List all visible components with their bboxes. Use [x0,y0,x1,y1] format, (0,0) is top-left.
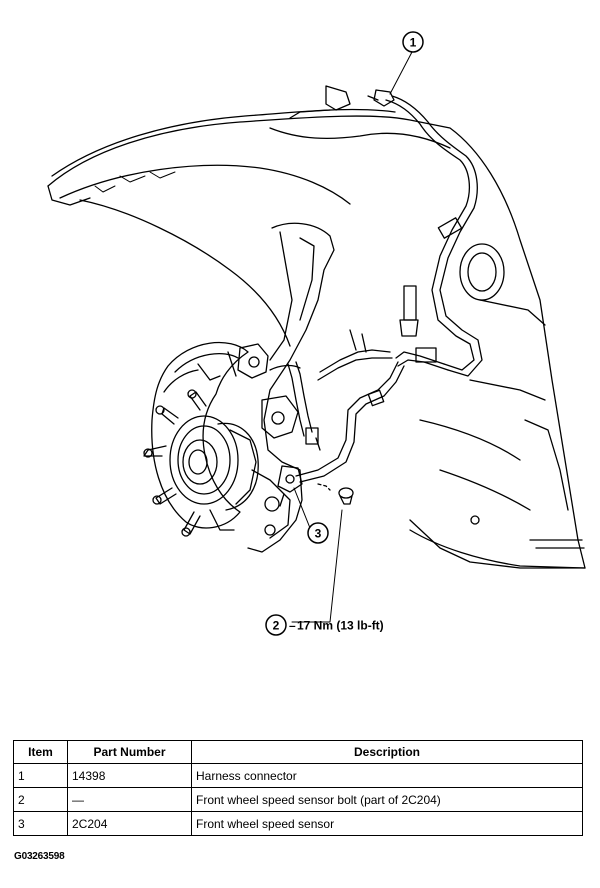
wheel-hub-drawing [143,389,259,537]
cell-description: Front wheel speed sensor [191,811,583,836]
sensor-bolt-drawing [317,483,354,505]
header-item: Item [13,740,68,764]
table-row: 3 2C204 Front wheel speed sensor [13,811,583,836]
header-description: Description [191,740,583,764]
cell-part-number: — [67,787,192,812]
svg-text:3: 3 [315,527,322,541]
svg-text:1: 1 [410,36,417,50]
header-part-number: Part Number [67,740,192,764]
cell-item: 3 [13,811,68,836]
table-row: 2 — Front wheel speed sensor bolt (part … [13,787,583,812]
cell-item: 1 [13,763,68,788]
svg-text:2: 2 [273,619,280,633]
sensor-harness-drawing [269,85,483,483]
table-row: 1 14398 Harness connector [13,763,583,788]
callout-1: 1 [402,31,424,53]
leader-lines [291,51,413,623]
figure-id: G03263598 [14,851,65,862]
callout-2-dash: – [289,619,296,633]
callout-2: 2 – 17 Nm (13 lb-ft) [265,614,384,636]
splash-shield-drawing [47,108,586,569]
steering-knuckle-drawing [237,222,335,553]
cell-description: Front wheel speed sensor bolt (part of 2… [191,787,583,812]
callout-2-label: 17 Nm (13 lb-ft) [297,619,384,633]
cell-item: 2 [13,787,68,812]
callout-3: 3 [307,522,329,544]
table-header-row: Item Part Number Description [13,740,583,764]
cell-part-number: 2C204 [67,811,192,836]
brake-shield-drawing [151,341,249,531]
speed-sensor-drawing [277,465,303,507]
parts-table: Item Part Number Description 1 14398 Har… [13,740,583,836]
front-wheel-speed-sensor-diagram: 1 2 – 17 Nm (13 lb-ft) 3 [47,31,586,636]
cell-description: Harness connector [191,763,583,788]
cell-part-number: 14398 [67,763,192,788]
